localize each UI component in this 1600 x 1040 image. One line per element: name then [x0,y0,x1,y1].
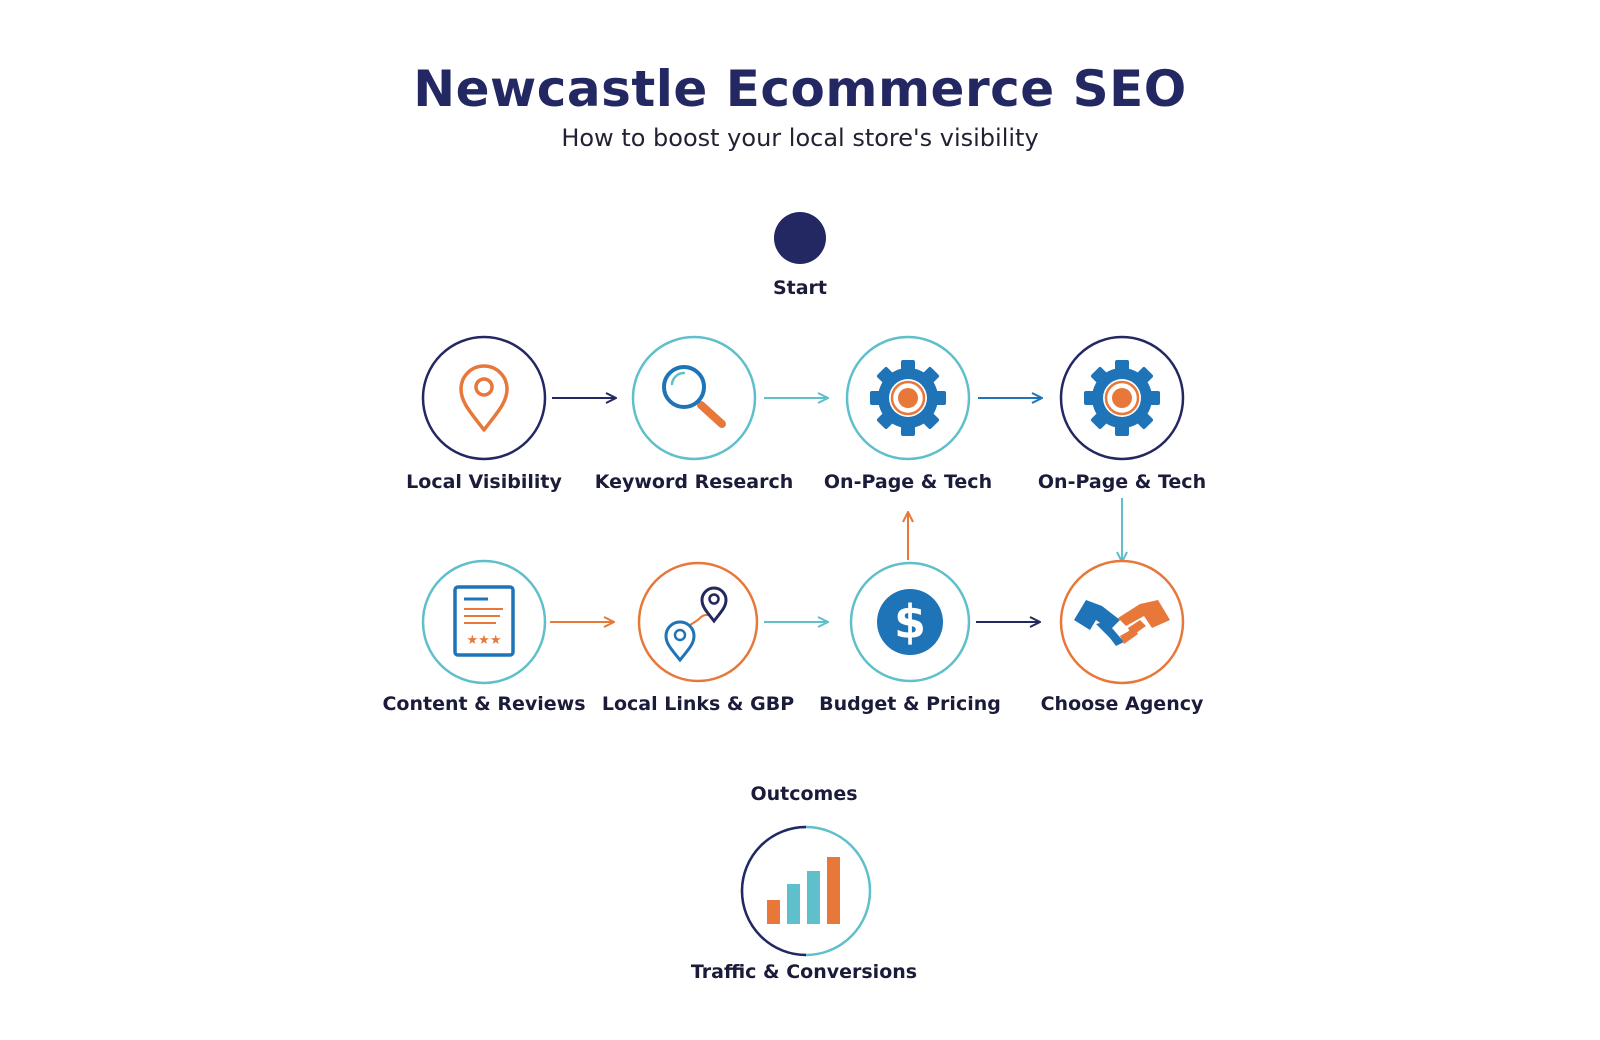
step-local-visibility: Local Visibility [406,335,562,493]
step-label: On-Page & Tech [824,471,992,493]
page-subtitle: How to boost your local store's visibili… [561,124,1039,152]
step-label: On-Page & Tech [1038,471,1206,493]
handshake-icon [1074,600,1170,646]
step-keyword-research: Keyword Research [595,335,794,493]
start-label: Start [773,277,827,299]
magnifier-icon [662,365,726,428]
linked-pins-icon [664,586,728,663]
step-content-reviews: ★★★ Content & Reviews [382,559,586,715]
start-node [774,212,826,264]
step-local-links-gbp: Local Links & GBP [602,561,794,715]
step-label: Choose Agency [1041,693,1204,715]
svg-text:$: $ [894,595,926,649]
step-label: Local Links & GBP [602,693,794,715]
step-label: Local Visibility [406,471,562,493]
page-title: Newcastle Ecommerce SEO [413,60,1187,118]
bar-chart-icon [767,857,840,924]
step-label: Keyword Research [595,471,794,493]
step-choose-agency: Choose Agency [1041,559,1204,715]
step-budget-pricing: $ Budget & Pricing [819,561,1001,715]
dollar-icon: $ [877,589,943,655]
map-pin-icon [459,364,509,432]
step-label: Content & Reviews [382,693,585,715]
outcome-label: Traffic & Conversions [691,961,917,983]
step-on-page-tech-1: On-Page & Tech [824,335,992,493]
review-document-icon: ★★★ [453,585,515,657]
svg-text:★★★: ★★★ [467,633,502,648]
outcome-traffic-conversions: Traffic & Conversions [691,825,917,983]
step-label: Budget & Pricing [819,693,1001,715]
gear-icon [1084,360,1160,436]
outcomes-heading: Outcomes [750,783,857,805]
gear-icon [870,360,946,436]
step-on-page-tech-2: On-Page & Tech [1038,335,1206,493]
